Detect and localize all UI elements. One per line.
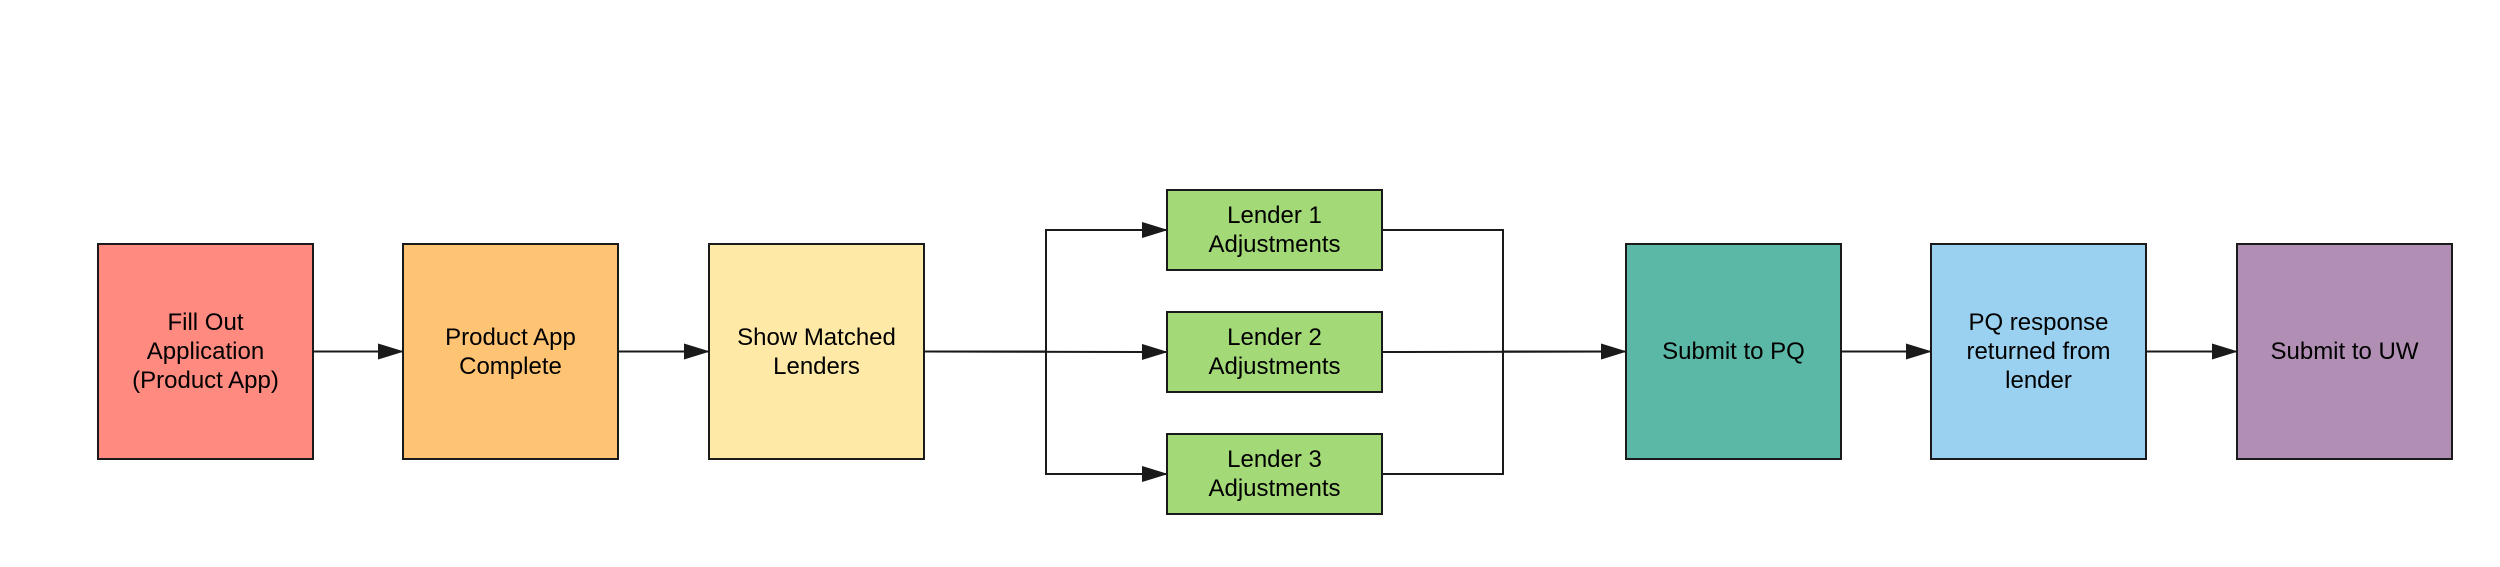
node-product-app-complete: Product App Complete (402, 243, 619, 460)
node-lender-1-adjustments: Lender 1 Adjustments (1166, 189, 1383, 271)
node-label: Submit to UW (2270, 338, 2419, 365)
connector-show-matched-lenders-to-lender-1-adjustments (925, 222, 1168, 353)
connector-lender-3-adjustments-to-submit-to-pq (1383, 350, 1625, 475)
node-pq-response: PQ response returned from lender (1930, 243, 2147, 460)
node-submit-to-uw: Submit to UW (2236, 243, 2453, 460)
connector-lender-1-adjustments-to-submit-to-pq (1383, 229, 1625, 353)
node-label: PQ response returned from lender (1966, 309, 2111, 394)
connector-show-matched-lenders-to-lender-3-adjustments (925, 350, 1168, 482)
node-label: Fill Out Application (Product App) (132, 309, 279, 394)
node-label: Submit to PQ (1662, 338, 1805, 365)
node-submit-to-pq: Submit to PQ (1625, 243, 1842, 460)
node-label: Lender 2 Adjustments (1208, 324, 1341, 380)
node-show-matched-lenders: Show Matched Lenders (708, 243, 925, 460)
node-label: Show Matched Lenders (737, 323, 896, 380)
node-lender-3-adjustments: Lender 3 Adjustments (1166, 433, 1383, 515)
node-lender-2-adjustments: Lender 2 Adjustments (1166, 311, 1383, 393)
node-label: Lender 3 Adjustments (1208, 446, 1341, 502)
node-label: Lender 1 Adjustments (1208, 202, 1341, 258)
node-label: Product App Complete (445, 323, 576, 380)
node-fill-out-application: Fill Out Application (Product App) (97, 243, 314, 460)
